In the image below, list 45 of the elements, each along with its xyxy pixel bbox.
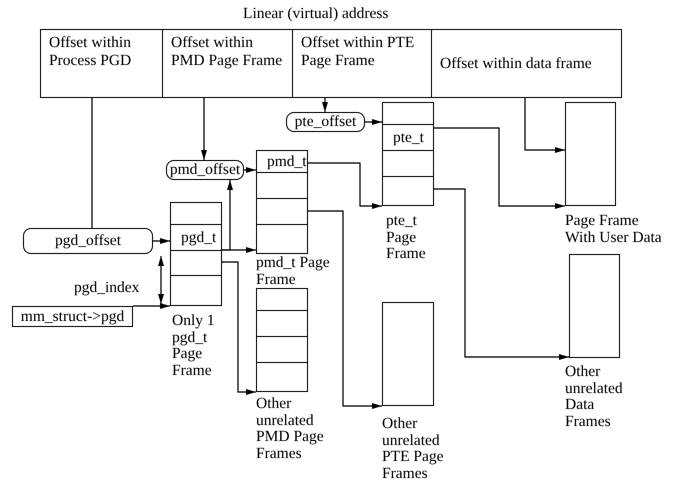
page-frame bbox=[565, 102, 616, 206]
page-frame bbox=[382, 302, 434, 406]
entry-label: pte_t bbox=[393, 128, 424, 146]
box-label: pgd_offset bbox=[54, 232, 121, 250]
connector-arrow bbox=[322, 97, 328, 112]
connector-arrow bbox=[308, 162, 382, 209]
field-label: Offset within Process PGD bbox=[49, 34, 132, 69]
field-label: Offset within PTE Page Frame bbox=[301, 34, 414, 69]
connector-arrow bbox=[133, 303, 170, 309]
frame-caption: Other unrelated Data Frames bbox=[565, 364, 624, 430]
connector-arrow bbox=[434, 127, 565, 209]
entry-label: pgd_t bbox=[181, 228, 216, 246]
frame-caption: Only 1 pgd_t Page Frame bbox=[172, 313, 216, 379]
page-frame bbox=[256, 150, 308, 254]
connector-arrow bbox=[244, 167, 256, 173]
connector-arrow bbox=[153, 238, 170, 244]
entry-label: pmd_t bbox=[267, 152, 307, 170]
field-label: Offset within data frame bbox=[440, 54, 592, 72]
connector-arrow bbox=[222, 261, 256, 395]
title: Linear (virtual) address bbox=[243, 5, 388, 23]
offset-box bbox=[166, 160, 244, 180]
page-frame bbox=[569, 254, 620, 358]
page-frame bbox=[382, 102, 434, 206]
offset-box bbox=[286, 112, 365, 132]
frame-caption: Page Frame With User Data bbox=[565, 213, 663, 246]
connector-arrow bbox=[365, 119, 382, 125]
pointer-box bbox=[12, 306, 133, 327]
connector-arrow bbox=[201, 97, 207, 160]
address-bar bbox=[40, 29, 622, 98]
box-label: pmd_offset bbox=[170, 161, 240, 178]
frame-caption: Other unrelated PMD Page Frames bbox=[256, 396, 325, 462]
frame-caption: Other unrelated PTE Page Frames bbox=[382, 416, 445, 482]
connector-arrow bbox=[524, 97, 565, 153]
connector-arrow bbox=[434, 188, 569, 360]
frame-caption: pte_t Page Frame bbox=[386, 213, 427, 262]
page-frame bbox=[170, 202, 222, 306]
page-frame bbox=[256, 288, 308, 392]
box-label: pte_offset bbox=[294, 113, 356, 130]
connector-arrow bbox=[308, 210, 382, 409]
offset-box bbox=[23, 228, 153, 254]
connector-arrow bbox=[222, 247, 256, 253]
field-label: Offset within PMD Page Frame bbox=[171, 34, 282, 69]
box-label: mm_struct->pgd bbox=[20, 308, 124, 325]
frame-caption: pmd_t Page Frame bbox=[256, 255, 331, 288]
index-label: pgd_index bbox=[74, 279, 140, 297]
